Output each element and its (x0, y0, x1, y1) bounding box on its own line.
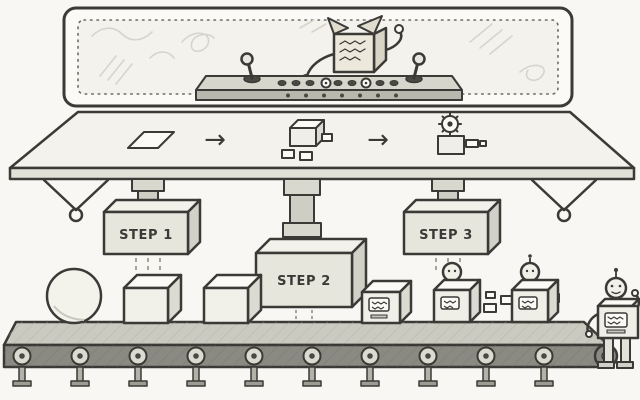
roller (534, 346, 554, 366)
panel-front-lights (286, 93, 398, 98)
robot-left-hand (585, 330, 593, 338)
joystick-right (405, 52, 426, 84)
robot-leg (603, 335, 614, 363)
faceplate (604, 312, 628, 328)
arrow-right-icon: → (367, 125, 389, 155)
faceplate (368, 297, 390, 312)
conveyor-belt (2, 320, 619, 387)
stamp-motion-lines (295, 310, 313, 319)
roller (186, 346, 206, 366)
panel-buttons (277, 80, 399, 86)
slot (370, 314, 388, 319)
step-3-label: STEP 3 (419, 228, 473, 243)
arrow-right-icon: → (204, 125, 226, 155)
robot-arm (500, 295, 513, 305)
blank-part-icon (127, 131, 175, 149)
table-front-edge (8, 166, 636, 181)
step-1-label: STEP 1 (119, 228, 173, 243)
robot-right-hand (631, 289, 639, 297)
control-panel (195, 52, 463, 101)
panel-front-face (195, 89, 463, 101)
belt-item-sphere (45, 267, 103, 325)
belt-items (45, 254, 560, 325)
robot-foot (597, 361, 615, 369)
leg (244, 366, 264, 387)
belt-top-hatching (4, 322, 608, 345)
belt-item-cube-1 (122, 273, 183, 325)
loose-arm-part (485, 291, 496, 299)
roller (70, 346, 90, 366)
roller (360, 346, 380, 366)
loose-arm-part (483, 303, 497, 313)
faceplate (440, 296, 460, 310)
joystick-left (240, 52, 261, 84)
stamp-motion-lines (135, 258, 161, 274)
box-flap-right (357, 15, 383, 35)
leg (534, 366, 554, 387)
roller (418, 346, 438, 366)
leg (418, 366, 438, 387)
belt-item-boxed-core (360, 279, 413, 325)
table-hangers (42, 178, 598, 223)
rollers (12, 346, 554, 366)
finished-robot (585, 268, 640, 369)
slot (606, 329, 626, 334)
box-flap-left (327, 17, 349, 35)
robot-leg (620, 335, 631, 363)
hanger-left (42, 178, 110, 223)
box-front-face (332, 32, 376, 74)
roller (12, 346, 32, 366)
robot-head (441, 261, 463, 283)
box-scribble-face-icon (339, 40, 366, 61)
leg (360, 366, 380, 387)
glass-reflections (91, 19, 545, 85)
step-2-label: STEP 2 (277, 274, 331, 289)
robot-foot (616, 361, 634, 369)
belt-item-robot-with-arms (500, 254, 560, 324)
roller (244, 346, 264, 366)
panel-knobs (320, 77, 372, 89)
operator-left-arm (305, 52, 336, 78)
leg (476, 366, 496, 387)
scribble-icon (371, 301, 388, 310)
leg (128, 366, 148, 387)
box-operator (301, 15, 404, 84)
belt-item-cube-2 (202, 273, 263, 325)
conveyor-legs (12, 366, 554, 387)
leg (186, 366, 206, 387)
belt-item-robot-with-head (432, 261, 497, 324)
finished-robot-icon (437, 112, 487, 155)
robot-head (604, 276, 628, 300)
leg (12, 366, 32, 387)
leg (302, 366, 322, 387)
machine-step-3: STEP 3 (402, 178, 502, 274)
scribble-icon (521, 300, 535, 309)
scribble-icon (607, 316, 624, 325)
partial-robot-icon (281, 119, 333, 161)
roller (476, 346, 496, 366)
assembly-blueprint: → → (127, 112, 487, 161)
faceplate (518, 296, 538, 310)
roller (128, 346, 148, 366)
gear-icon (438, 112, 462, 136)
robot-head (519, 261, 541, 283)
leg (70, 366, 90, 387)
work-table: → → (8, 110, 636, 181)
roller (302, 346, 322, 366)
machine-step-1: STEP 1 (102, 178, 202, 274)
machine-step-2: STEP 2 (254, 178, 368, 319)
control-booth (62, 6, 574, 108)
hanger-right (530, 178, 598, 223)
operator-right-hand (394, 24, 404, 34)
scribble-icon (443, 300, 457, 309)
